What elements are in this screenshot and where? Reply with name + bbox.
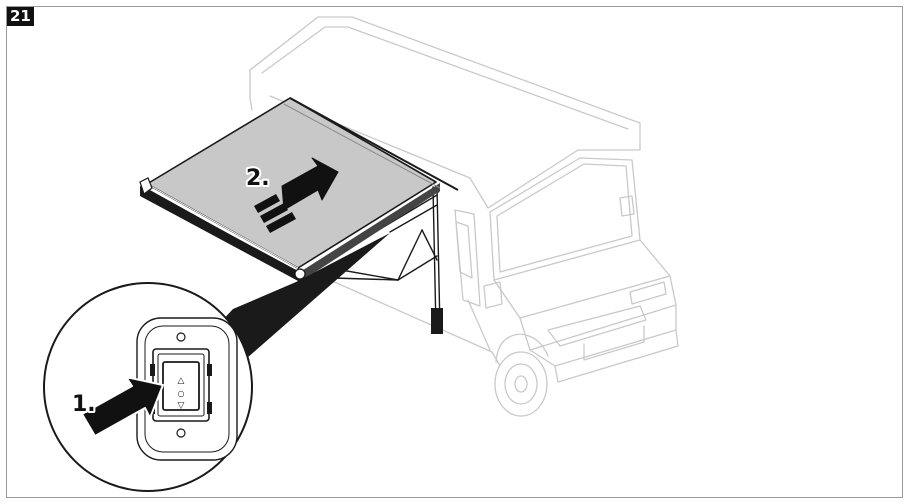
figure-number-badge: 21 (7, 7, 34, 26)
step-1-marker: 1. (72, 392, 96, 417)
step-2-marker: 2. (246, 166, 270, 191)
step-2-label: 2. (246, 166, 270, 191)
step-1-label: 1. (72, 392, 96, 417)
switch-stop-symbol: ○ (178, 389, 185, 398)
switch-down-symbol: ▽ (178, 401, 185, 411)
switch-up-symbol: △ (178, 376, 185, 386)
